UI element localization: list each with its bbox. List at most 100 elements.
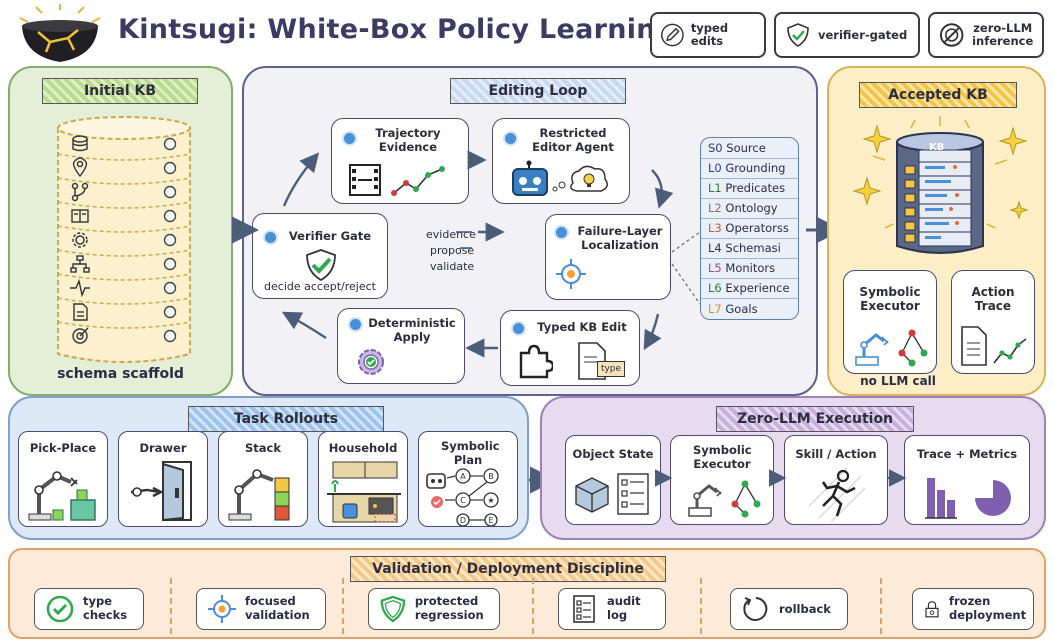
deterministic-apply-card[interactable]: Deterministic Apply bbox=[337, 308, 465, 384]
robot-arm-graph-icon bbox=[855, 329, 928, 367]
tool-focused-validation: focused validation bbox=[196, 588, 326, 630]
card-title: Drawer bbox=[139, 441, 187, 455]
robot-icon bbox=[512, 160, 608, 196]
card-title: Typed KB Edit bbox=[537, 320, 627, 334]
accepted-kb-cylinder bbox=[852, 116, 1029, 254]
task-stack[interactable]: Stack bbox=[218, 431, 308, 527]
crosshair-icon bbox=[556, 259, 586, 289]
tool-label: focused validation bbox=[245, 594, 310, 622]
layer-code: L0 bbox=[708, 161, 722, 175]
layer-code: L6 bbox=[708, 281, 722, 295]
task-drawer[interactable]: Drawer bbox=[118, 431, 208, 527]
badge-label: zero-LLM inference bbox=[972, 21, 1034, 48]
lock-icon bbox=[925, 601, 939, 618]
stack-icon bbox=[228, 469, 290, 521]
page-title: Kintsugi: White-Box Policy Learning bbox=[118, 14, 676, 45]
pulse-icon bbox=[70, 278, 90, 298]
layer-name: Experience bbox=[725, 281, 790, 295]
svg-text:C: C bbox=[460, 496, 466, 505]
layer-s0: S0 Source bbox=[701, 138, 798, 159]
card-title: Stack bbox=[244, 441, 281, 455]
layer-l4: L4 Schemasi bbox=[701, 238, 798, 259]
accepted-kb-title: Accepted KB bbox=[859, 82, 1017, 108]
card-title: Action Trace bbox=[971, 285, 1015, 314]
kb-cylinder bbox=[57, 116, 191, 363]
pencil-icon bbox=[661, 23, 684, 47]
trace-document-icon bbox=[961, 326, 1027, 366]
tool-label: type checks bbox=[83, 594, 128, 622]
target-icon bbox=[72, 327, 89, 344]
trajectory-evidence-card[interactable]: Trajectory Evidence bbox=[331, 118, 469, 204]
svg-text:E: E bbox=[488, 516, 493, 525]
trace-metrics-card[interactable]: Trace + Metrics bbox=[904, 435, 1030, 525]
layer-code: L5 bbox=[708, 261, 722, 275]
task-pick-place[interactable]: Pick-Place bbox=[18, 431, 108, 527]
drawer-icon bbox=[130, 461, 192, 522]
shield-check-icon bbox=[306, 249, 336, 282]
kintsugi-bowl-logo bbox=[12, 4, 108, 66]
film-icon bbox=[349, 164, 445, 196]
editor-agent-card[interactable]: Restricted Editor Agent bbox=[492, 118, 630, 204]
typed-kb-edit-card[interactable]: Typed KB Edit type bbox=[500, 310, 640, 386]
tool-frozen-deployment: frozen deployment bbox=[912, 588, 1034, 630]
shield-check-icon bbox=[787, 23, 809, 47]
kb-label: KB bbox=[929, 142, 945, 153]
layer-name: Operatorss bbox=[725, 221, 789, 235]
badge-label: verifier-gated bbox=[818, 27, 908, 42]
card-title: Symbolic Executor bbox=[693, 443, 752, 471]
loop-arrows bbox=[281, 150, 701, 358]
zero-symbolic-executor-card[interactable]: Symbolic Executor bbox=[670, 435, 774, 525]
robot-arm-icon bbox=[28, 471, 96, 521]
type-tag: type bbox=[597, 361, 625, 377]
check-circle-icon bbox=[46, 595, 74, 623]
validation-title: Validation / Deployment Discipline bbox=[350, 556, 666, 582]
skill-action-card[interactable]: Skill / Action bbox=[784, 435, 888, 525]
layer-code: L7 bbox=[708, 301, 722, 316]
database-icon bbox=[72, 135, 88, 152]
layer-l3: L3 Operatorss bbox=[701, 218, 798, 239]
card-title: Object State bbox=[572, 447, 654, 461]
task-rollouts-title: Task Rollouts bbox=[188, 406, 384, 432]
layer-name: Ontology bbox=[725, 201, 778, 215]
accepted-kb-footer: no LLM call bbox=[860, 374, 936, 388]
checklist-icon bbox=[573, 595, 595, 623]
bar-pie-icon bbox=[925, 478, 1011, 519]
card-title: Verifier Gate bbox=[288, 229, 372, 243]
pin-icon bbox=[72, 157, 88, 178]
failure-localization-card[interactable]: Failure-Layer Localization bbox=[545, 214, 671, 300]
card-title: Trace + Metrics bbox=[916, 447, 1018, 461]
tool-audit-log: audit log bbox=[558, 588, 666, 630]
running-figure-icon bbox=[808, 467, 866, 522]
flow-label-validate: validate bbox=[430, 260, 475, 273]
symbolic-executor-card[interactable]: Symbolic Executor bbox=[843, 270, 937, 374]
layer-name: Schemasi bbox=[725, 241, 781, 255]
layer-code: L2 bbox=[708, 201, 722, 215]
initial-kb-panel: Initial KB schema scaffold bbox=[8, 66, 233, 396]
card-title: Household bbox=[328, 441, 398, 455]
kitchen-icon bbox=[327, 461, 401, 523]
document-icon bbox=[73, 303, 88, 321]
rollback-icon bbox=[743, 597, 768, 621]
task-household[interactable]: Household bbox=[318, 431, 408, 527]
verifier-gate-card[interactable]: Verifier Gate decide accept/reject bbox=[252, 213, 388, 299]
validation-panel: Validation / Deployment Discipline bbox=[8, 548, 1046, 639]
gear-check-icon bbox=[358, 349, 384, 375]
no-symbol-icon bbox=[939, 23, 964, 47]
gear-icon bbox=[72, 232, 88, 248]
tool-label: frozen deployment bbox=[949, 594, 1027, 622]
editing-loop-title: Editing Loop bbox=[450, 78, 626, 104]
action-trace-card[interactable]: Action Trace bbox=[951, 270, 1035, 374]
cube-checklist-icon bbox=[575, 473, 649, 515]
crosshair-icon bbox=[208, 595, 236, 623]
object-state-card[interactable]: Object State bbox=[565, 435, 661, 525]
card-title: Deterministic Apply bbox=[368, 316, 456, 344]
initial-kb-title: Initial KB bbox=[42, 78, 198, 104]
layer-name: Monitors bbox=[725, 261, 776, 275]
robot-arm-graph-icon bbox=[688, 480, 761, 518]
hierarchy-icon bbox=[70, 255, 90, 273]
layer-l1: L1 Predicates bbox=[701, 178, 798, 199]
layer-l2: L2 Ontology bbox=[701, 198, 798, 219]
tool-type-checks: type checks bbox=[34, 588, 144, 630]
